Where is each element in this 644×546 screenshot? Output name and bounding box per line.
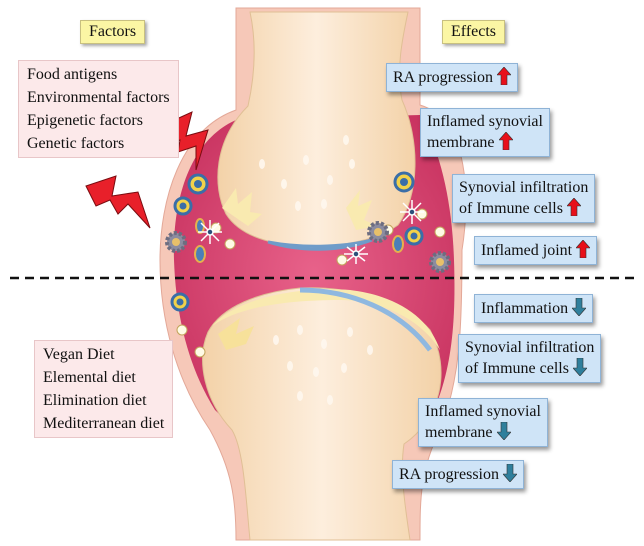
lightning-bolt-icon bbox=[85, 175, 151, 229]
effect-text: of Immune cells bbox=[465, 360, 569, 377]
arrow-down-icon bbox=[572, 298, 587, 316]
arrow-up-icon bbox=[498, 132, 513, 150]
effects-header: Effects bbox=[442, 20, 506, 44]
arrow-up-icon bbox=[497, 67, 511, 85]
effect-text: membrane bbox=[425, 424, 493, 441]
diet-item: Elemental diet bbox=[43, 369, 136, 386]
bone-pores bbox=[259, 135, 373, 405]
effect-text: of Immune cells bbox=[459, 200, 563, 217]
factor-item: Genetic factors bbox=[27, 135, 125, 152]
effect-box: Inflamed synovial membrane bbox=[418, 398, 548, 447]
upper-cartilage bbox=[267, 238, 373, 251]
effect-text: RA progression bbox=[393, 69, 493, 86]
eroded-cartilage-lower bbox=[218, 318, 254, 350]
effect-box: Synovial infiltration of Immune cells bbox=[452, 174, 596, 223]
effect-box: Inflamed synovial membrane bbox=[420, 108, 550, 157]
eroded-cartilage-right bbox=[346, 190, 378, 230]
lower-cartilage bbox=[212, 289, 440, 350]
immune-cells bbox=[165, 171, 451, 358]
effect-text: Synovial infiltration bbox=[459, 179, 589, 196]
effect-box: Inflammation bbox=[474, 294, 594, 323]
arrow-down-icon bbox=[496, 422, 511, 440]
arrow-up-icon bbox=[566, 198, 581, 216]
arrow-down-icon bbox=[503, 464, 517, 482]
factor-item: Epigenetic factors bbox=[27, 112, 143, 129]
effect-box: Inflamed joint bbox=[474, 236, 598, 265]
arrow-up-icon bbox=[576, 240, 591, 258]
effect-box: RA progression bbox=[386, 63, 518, 92]
risk-factors-box: Food antigens Environmental factors Epig… bbox=[18, 60, 179, 158]
effect-text: Inflamed joint bbox=[481, 242, 573, 259]
diet-item: Elimination diet bbox=[43, 392, 147, 409]
diet-item: Mediterranean diet bbox=[43, 415, 165, 432]
effect-box: Synovial infiltration of Immune cells bbox=[458, 334, 602, 383]
diet-item: Vegan Diet bbox=[43, 346, 115, 363]
factor-item: Food antigens bbox=[27, 66, 118, 83]
effect-text: Synovial infiltration bbox=[465, 339, 595, 356]
diet-factors-box: Vegan Diet Elemental diet Elimination di… bbox=[34, 340, 174, 438]
effect-text: Inflammation bbox=[481, 300, 569, 317]
factor-item: Environmental factors bbox=[27, 89, 170, 106]
effect-text: membrane bbox=[427, 134, 495, 151]
effect-text: Inflamed synovial bbox=[427, 113, 543, 130]
factors-header: Factors bbox=[80, 20, 146, 44]
arrow-down-icon bbox=[572, 358, 587, 376]
effect-box: RA progression bbox=[392, 460, 524, 489]
effect-text: Inflamed synovial bbox=[425, 403, 541, 420]
eroded-cartilage-left bbox=[222, 188, 262, 226]
effect-text: RA progression bbox=[399, 466, 499, 483]
lower-cartilage-line bbox=[299, 287, 432, 352]
